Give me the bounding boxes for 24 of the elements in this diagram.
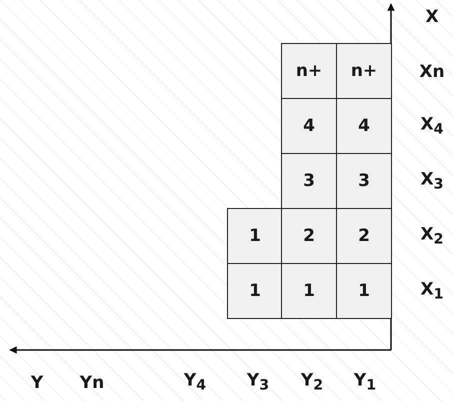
axis-label: Y (30, 373, 44, 393)
axis-label: Y$_{1}$ (354, 370, 376, 396)
axis-label: Y$_{3}$ (246, 370, 270, 396)
axis-label: X$_{1}$ (420, 279, 444, 305)
table-cell: 1 (281, 263, 337, 319)
axis-label: Yn (80, 373, 104, 393)
table-cell: 4 (336, 98, 392, 154)
table-cell: 2 (336, 208, 392, 264)
axis-label: X$_{4}$ (420, 114, 444, 140)
table-cell: 4 (281, 98, 337, 154)
axis-label: X (425, 7, 439, 27)
table-cell: 3 (281, 153, 337, 209)
table-cell: 2 (281, 208, 337, 264)
table-cell: 3 (336, 153, 392, 209)
table-cell: 1 (227, 208, 283, 264)
table-cell: 1 (336, 263, 392, 319)
axis-label: X$_{3}$ (420, 169, 444, 195)
table-cell: 1 (227, 263, 283, 319)
table-cell: n+ (336, 43, 392, 99)
table-cell: n+ (281, 43, 337, 99)
axis-label: Y$_{4}$ (184, 370, 206, 396)
axis-label: X$_{2}$ (420, 224, 444, 250)
axis-label: Xn (419, 62, 445, 82)
axis-label: Y$_{2}$ (300, 370, 324, 396)
